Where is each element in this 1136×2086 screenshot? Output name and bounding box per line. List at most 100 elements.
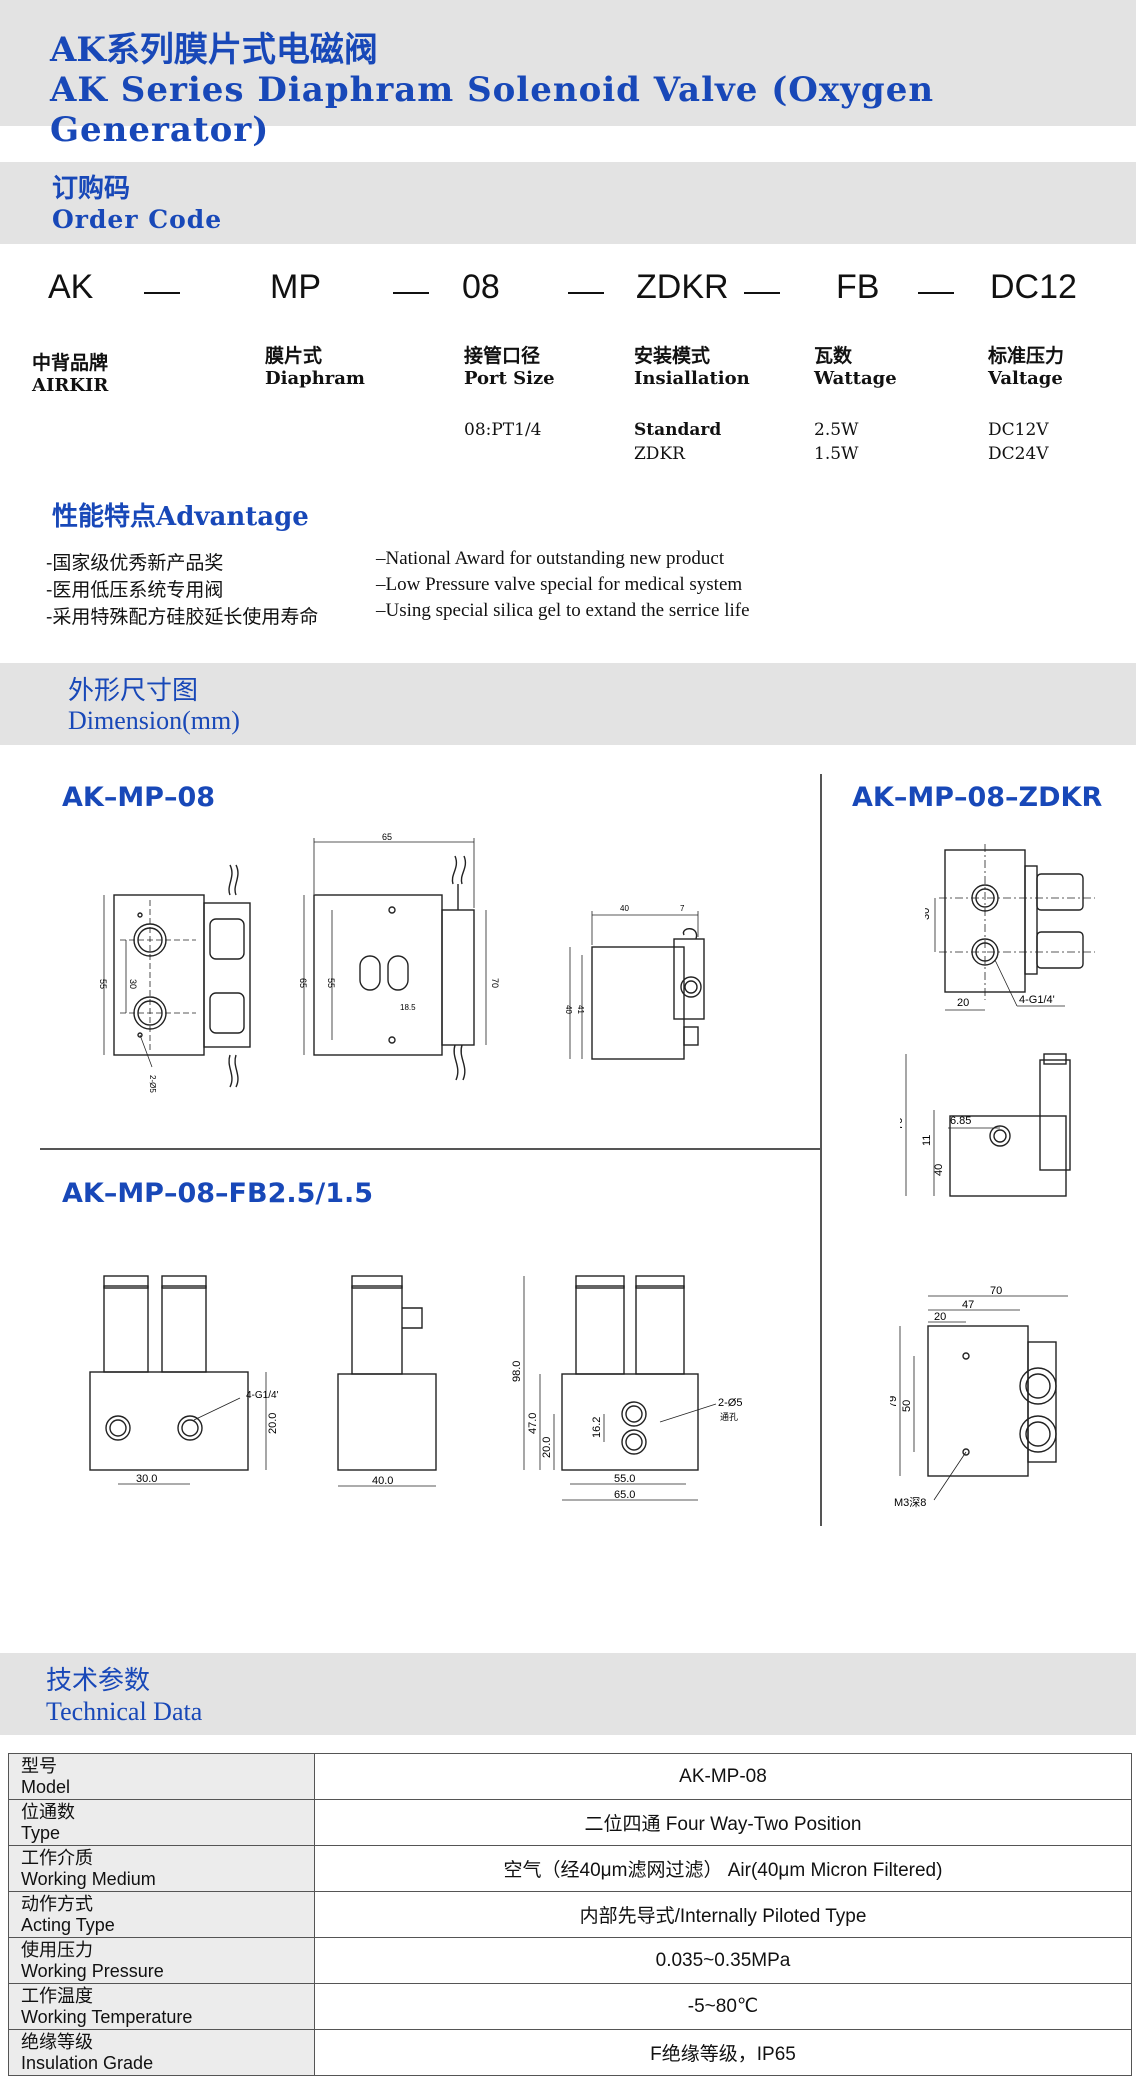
wattage-value: 1.5W <box>814 444 859 464</box>
install-value: ZDKR <box>634 444 685 464</box>
dim-label-f65: 65.0 <box>614 1489 635 1501</box>
dim-label-z40: 40 <box>933 1164 945 1176</box>
column-wattage-en: Wattage <box>814 368 897 389</box>
dim-label-z6-85: 6.85 <box>950 1115 971 1127</box>
dim-label-z30: 30 <box>925 908 932 920</box>
diagram-title-mp08: AK–MP–08 <box>62 782 216 813</box>
row-value: 空气（经40μm滤网过滤） Air(40μm Micron Filtered) <box>314 1845 1132 1892</box>
row-value: 内部先导式/Internally Piloted Type <box>314 1891 1132 1938</box>
technical-heading-en: Technical Data <box>46 1697 203 1726</box>
page-title-cn: AK系列膜片式电磁阀 <box>50 30 378 70</box>
dim-label-18-5: 18.5 <box>400 1003 416 1012</box>
column-install-cn: 安装模式 <box>634 345 711 367</box>
dim-label-f47: 47.0 <box>527 1413 539 1434</box>
order-code-heading-en: Order Code <box>52 205 223 234</box>
advantage-item-cn: -国家级优秀新产品奖 <box>46 552 224 574</box>
wattage-value: 2.5W <box>814 420 859 440</box>
dim-label-z76: 76 <box>900 1118 905 1130</box>
diagram-zdkr-side: 76 6.85 11 40 <box>900 1053 1071 1197</box>
diagram-zdkr-bottom: 70 47 20 79 50 M3深8 <box>890 1285 1068 1509</box>
dim-label-z50: 50 <box>901 1400 913 1412</box>
diagram-title-fb: AK–MP–08–FB2.5/1.5 <box>62 1178 374 1209</box>
dim-label-f2-phi5: 2-Ø5 <box>718 1397 742 1409</box>
dim-label-55-side: 55 <box>326 978 336 988</box>
diagram-zdkr-top: 30 20 4-G1/4' <box>925 844 1095 1011</box>
row-value: 0.035~0.35MPa <box>314 1937 1132 1984</box>
column-install-en: Insiallation <box>634 368 750 389</box>
column-type-cn: 膜片式 <box>265 345 323 367</box>
dim-label-z70: 70 <box>990 1285 1002 1297</box>
page-title-en: AK Series Diaphram Solenoid Valve (Oxyge… <box>50 70 935 150</box>
row-value: F绝缘等级，IP65 <box>314 2029 1132 2076</box>
row-value: -5~80℃ <box>314 1983 1132 2030</box>
dim-label-f16-2: 16.2 <box>591 1417 603 1438</box>
diagram-title-zdkr: AK–MP–08–ZDKR <box>852 782 1103 813</box>
diagram-mp08-front: 55 30 2-Ø5 <box>100 864 251 1093</box>
code-dash <box>144 292 180 294</box>
column-port-cn: 接管口径 <box>464 345 541 367</box>
diagram-fb-front: 30.0 4-G1/4' 20.0 <box>89 1275 279 1485</box>
code-dash <box>568 292 604 294</box>
diagram-mp08-side: 65 65 55 18.5 70 <box>300 832 500 1081</box>
advantage-item-en: –Using special silica gel to extand the … <box>376 600 750 621</box>
dim-label-z47: 47 <box>962 1299 974 1311</box>
advantage-item-en: –Low Pressure valve special for medical … <box>376 574 743 595</box>
diagram-mp08-top: 40 7 40 41 <box>564 904 705 1060</box>
technical-heading-cn: 技术参数 <box>46 1666 151 1696</box>
dim-label-70: 70 <box>490 978 500 988</box>
technical-band <box>0 1653 1136 1735</box>
column-voltage-en: Valtage <box>988 368 1063 389</box>
row-value: 二位四通 Four Way-Two Position <box>314 1799 1132 1846</box>
code-segment-voltage: DC12 <box>990 268 1077 306</box>
dim-label-40-top: 40 <box>564 1005 573 1014</box>
dim-label-z79: 79 <box>890 1396 899 1408</box>
column-wattage-cn: 瓦数 <box>814 345 853 367</box>
dim-label-65-side: 65 <box>300 978 308 988</box>
column-brand-en: AIRKIR <box>32 375 109 396</box>
dim-label-30: 30 <box>128 979 138 989</box>
dim-label-f98: 98.0 <box>511 1361 523 1382</box>
column-brand-cn: 中背品牌 <box>32 352 109 374</box>
dim-label-z20b: 20 <box>934 1311 946 1323</box>
order-code-band <box>0 162 1136 244</box>
advantage-heading-cn: 性能特点 <box>52 502 157 532</box>
advantage-item-cn: -医用低压系统专用阀 <box>46 579 224 601</box>
install-value: Standard <box>634 420 722 440</box>
dim-label-f40: 40.0 <box>372 1475 393 1487</box>
dim-label-f30: 30.0 <box>136 1473 157 1485</box>
voltage-value: DC12V <box>988 420 1049 440</box>
dimension-heading-cn: 外形尺寸图 <box>68 676 199 706</box>
dim-label-7: 7 <box>680 904 685 913</box>
dimension-heading-en: Dimension(mm) <box>68 706 240 735</box>
order-code-heading-cn: 订购码 <box>52 174 131 204</box>
code-dash <box>393 292 429 294</box>
port-value: 08:PT1/4 <box>464 420 542 440</box>
dim-label-f55: 55.0 <box>614 1473 635 1485</box>
row-value: AK-MP-08 <box>314 1753 1132 1800</box>
diagram-divider-horizontal <box>40 1148 820 1150</box>
dim-label-65: 65 <box>382 832 392 842</box>
voltage-value: DC24V <box>988 444 1049 464</box>
dim-label-zm3: M3深8 <box>894 1496 926 1509</box>
dim-label-f-g14: 4-G1/4' <box>246 1390 279 1401</box>
column-type-en: Diaphram <box>265 368 365 389</box>
code-dash <box>918 292 954 294</box>
dim-label-z11: 11 <box>921 1135 933 1146</box>
advantage-item-en: –National Award for outstanding new prod… <box>376 548 725 569</box>
dim-label-f20: 20.0 <box>267 1413 279 1434</box>
dim-label-55: 55 <box>100 979 108 989</box>
